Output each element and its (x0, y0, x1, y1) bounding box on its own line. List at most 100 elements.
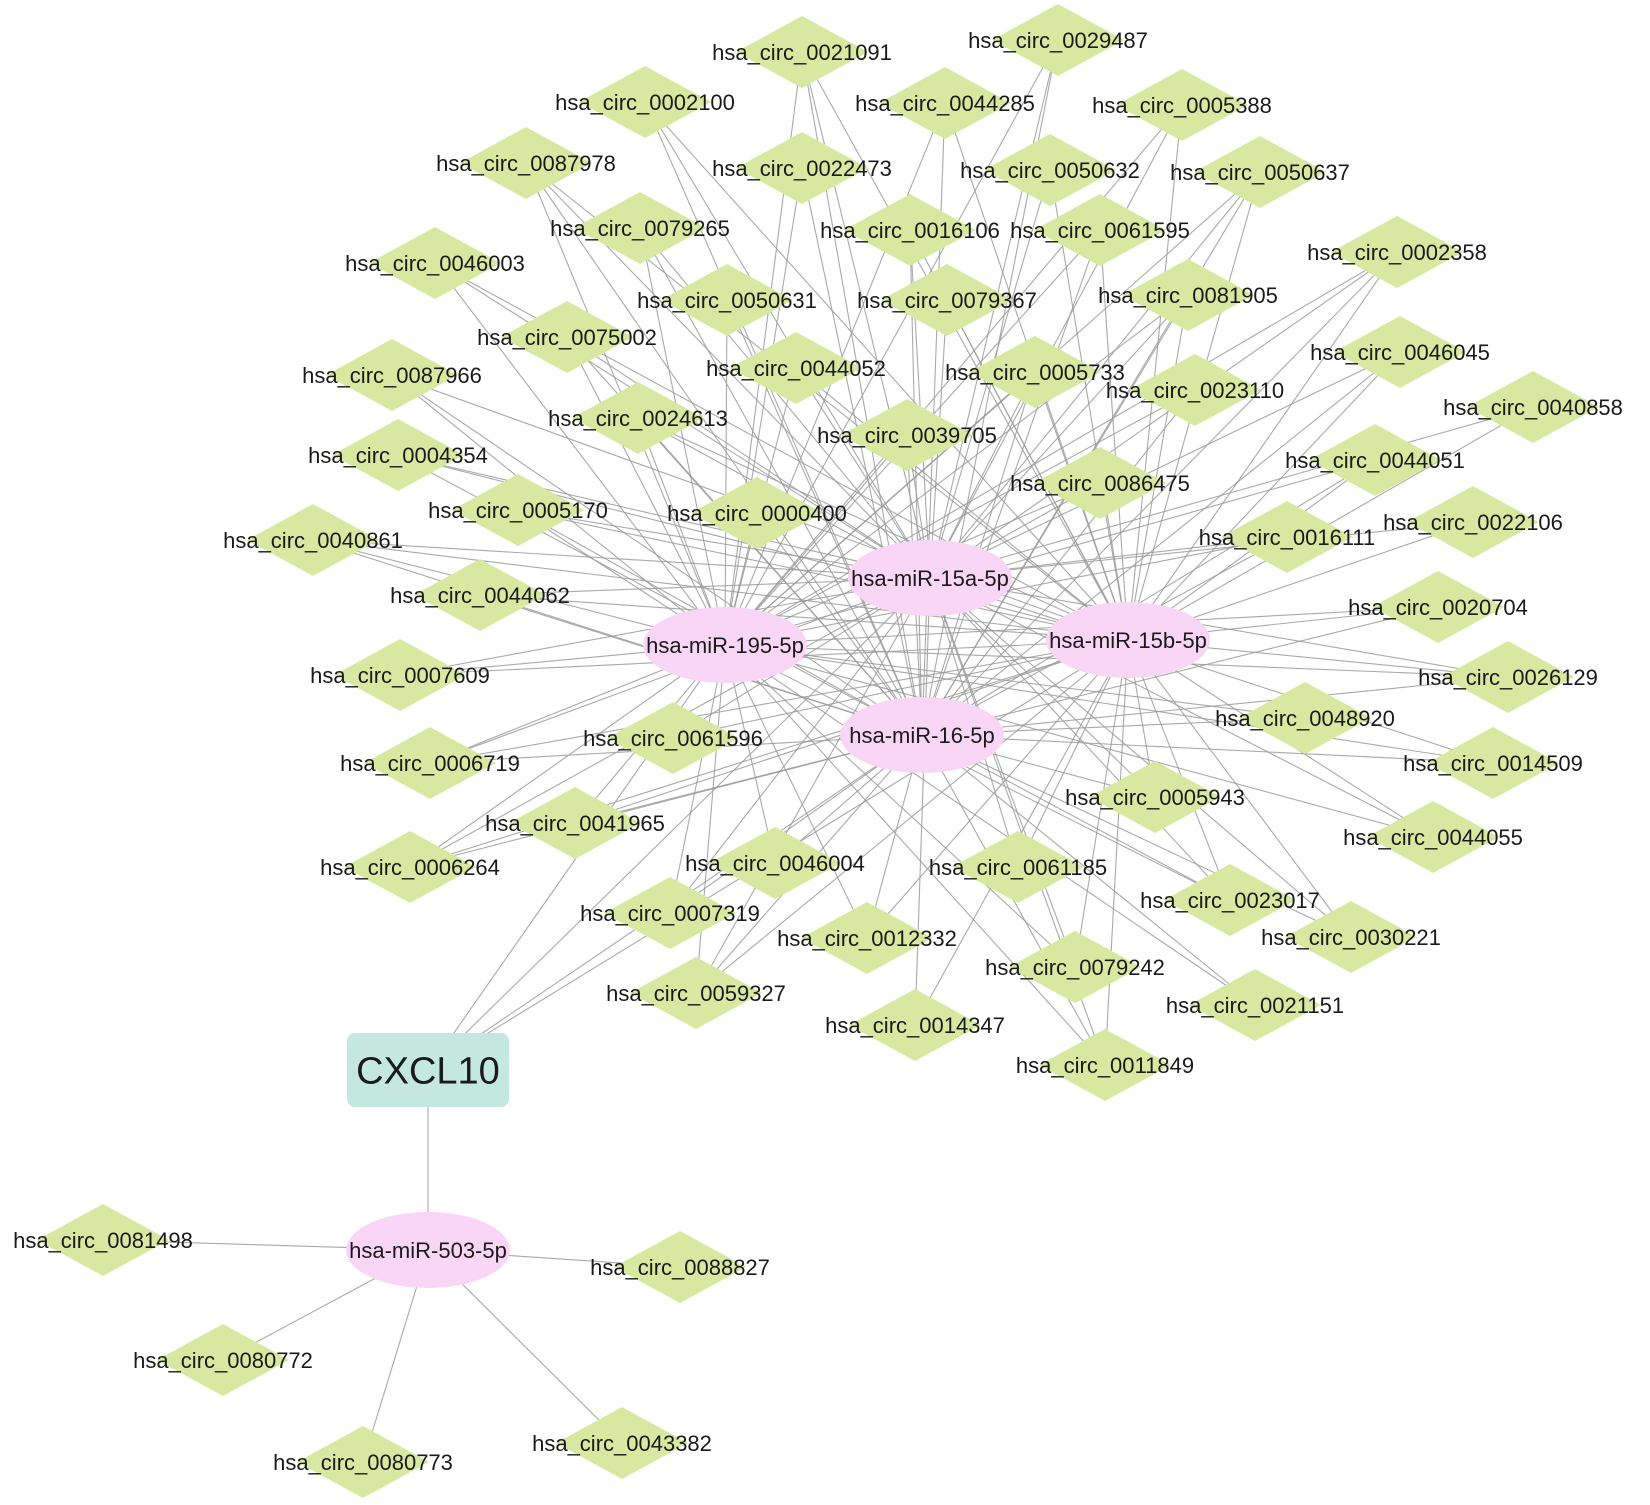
circrna-node[interactable] (1407, 486, 1539, 558)
circrna-node[interactable] (992, 4, 1124, 76)
circrna-node[interactable] (1122, 259, 1254, 331)
circrna-node[interactable] (1116, 69, 1248, 141)
circrna-mirna-edge (946, 299, 1129, 641)
circrna-node[interactable] (509, 787, 641, 859)
circrna-node[interactable] (1239, 682, 1371, 754)
circrna-label: hsa_circ_0044285 (855, 91, 1035, 116)
circrna-mirna-edge (724, 644, 1076, 968)
circrna-node[interactable] (844, 194, 976, 266)
circrna-node[interactable] (1372, 571, 1504, 643)
circrna-node[interactable] (297, 1426, 429, 1498)
circrna-node[interactable] (1164, 864, 1296, 936)
circrna-node[interactable] (614, 1231, 746, 1303)
mirna-node[interactable] (346, 1212, 510, 1288)
circrna-node[interactable] (1334, 316, 1466, 388)
circrna-node[interactable] (1221, 501, 1353, 573)
circrna-node[interactable] (247, 504, 379, 576)
circrna-label: hsa_circ_0079242 (985, 955, 1165, 980)
circrna-label: hsa_circ_0016111 (1199, 525, 1376, 550)
circrna-node[interactable] (881, 264, 1013, 336)
circrna-mirna-edge (801, 51, 1129, 641)
circrna-node[interactable] (579, 66, 711, 138)
circrna-mirna-edge (479, 594, 1129, 641)
circrna-mirna-edge (637, 417, 726, 646)
circrna-node[interactable] (1309, 424, 1441, 496)
circrna-node[interactable] (344, 831, 476, 903)
mirna-node[interactable] (848, 540, 1012, 616)
circrna-node[interactable] (879, 67, 1011, 139)
mirna-node[interactable] (1046, 602, 1210, 678)
circrna-label: hsa_circ_0044051 (1285, 448, 1465, 473)
circrna-node[interactable] (1039, 1029, 1171, 1101)
circrna-mirna-edge (929, 577, 1494, 764)
circrna-node[interactable] (630, 957, 762, 1029)
circrna-node[interactable] (691, 477, 823, 549)
circrna-node[interactable] (334, 639, 466, 711)
circrna-node[interactable] (1285, 901, 1417, 973)
circrna-mirna-edge (1017, 639, 1129, 868)
circrna-label: hsa_circ_0006264 (320, 855, 500, 880)
circrna-node[interactable] (736, 16, 868, 88)
circrna-node[interactable] (452, 474, 584, 546)
circrna-label: hsa_circ_0005733 (945, 360, 1125, 385)
circrna-label: hsa_circ_0007609 (310, 663, 490, 688)
circrna-node[interactable] (574, 192, 706, 264)
circrna-node[interactable] (1034, 194, 1166, 266)
circrna-node[interactable] (1194, 136, 1326, 208)
circrna-node[interactable] (556, 1407, 688, 1479)
mirna-label: hsa-miR-15b-5p (1049, 628, 1207, 653)
circrna-node[interactable] (572, 382, 704, 454)
circrna-node[interactable] (801, 902, 933, 974)
gene-node[interactable] (347, 1033, 509, 1107)
mirna-node[interactable] (643, 607, 807, 683)
circrna-mirna-edge (724, 644, 1256, 1006)
circrna-node[interactable] (332, 419, 464, 491)
circrna-label: hsa_circ_0021091 (712, 40, 892, 65)
mirna-node[interactable] (840, 697, 1004, 773)
circrna-node[interactable] (952, 831, 1084, 903)
circrna-mirna-edge (929, 577, 1156, 798)
circrna-node[interactable] (1331, 216, 1463, 288)
circrna-node[interactable] (841, 399, 973, 471)
circrna-node[interactable] (984, 134, 1116, 206)
circrna-mirna-edge (1127, 251, 1398, 641)
circrna-node[interactable] (736, 132, 868, 204)
circrna-node[interactable] (1189, 969, 1321, 1041)
circrna-label: hsa_circ_0043382 (532, 1431, 712, 1456)
circrna-node[interactable] (414, 559, 546, 631)
circrna-node[interactable] (730, 332, 862, 404)
circrna-mirna-edge (921, 734, 1256, 1006)
circrna-label: hsa_circ_0000400 (667, 501, 847, 526)
circrna-node[interactable] (364, 727, 496, 799)
circrna-label: hsa_circ_0079367 (857, 288, 1037, 313)
circrna-node[interactable] (661, 264, 793, 336)
circrna-node[interactable] (157, 1324, 289, 1396)
circrna-label: hsa_circ_0044055 (1343, 825, 1523, 850)
circrna-node[interactable] (1129, 354, 1261, 426)
circrna-node[interactable] (849, 989, 981, 1061)
circrna-node[interactable] (1034, 447, 1166, 519)
circrna-node[interactable] (1427, 727, 1559, 799)
circrna-mirna-edge (312, 539, 1129, 641)
circrna-label: hsa_circ_0006719 (340, 751, 520, 776)
circrna-node[interactable] (460, 127, 592, 199)
circrna-node[interactable] (607, 702, 739, 774)
circrna-node[interactable] (1009, 931, 1141, 1003)
circrna-node[interactable] (1467, 371, 1599, 443)
circrna-node[interactable] (326, 339, 458, 411)
circrna-node[interactable] (369, 227, 501, 299)
circrna-node[interactable] (501, 301, 633, 373)
circrna-node[interactable] (1442, 641, 1574, 713)
circrna-node[interactable] (709, 827, 841, 899)
circrna-mirna-edge (929, 294, 1189, 579)
circrna-node[interactable] (969, 336, 1101, 408)
circrna-node[interactable] (1367, 801, 1499, 873)
circrna-label: hsa_circ_0048920 (1215, 706, 1395, 731)
circrna-label: hsa_circ_0021151 (1166, 993, 1344, 1018)
circrna-node[interactable] (1089, 761, 1221, 833)
circrna-label: hsa_circ_0046004 (685, 851, 865, 876)
circrna-mirna-edge (312, 539, 931, 579)
circrna-mirna-edge (724, 167, 803, 646)
circrna-node[interactable] (604, 877, 736, 949)
circrna-node[interactable] (37, 1204, 169, 1276)
